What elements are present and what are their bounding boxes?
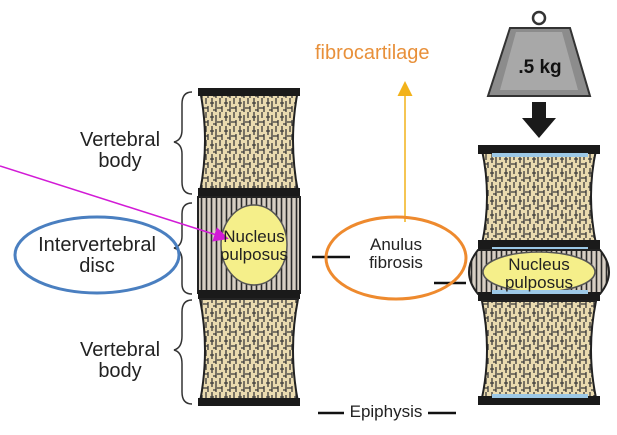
vertebral-body-top-line1: Vertebral (60, 130, 180, 151)
nucleus-left-line1: Nucleus (218, 228, 290, 246)
vertebral-body-top-line2: body (60, 151, 180, 172)
weight-label: .5 kg (512, 58, 568, 78)
intervertebral-disc-line2: disc (17, 256, 177, 277)
nucleus-left-line2: pulposus (218, 246, 290, 264)
label-vertebral-body-top: Vertebral body (60, 130, 180, 172)
top-vertebral-body (200, 90, 298, 192)
down-arrow-icon (522, 102, 556, 138)
vertebral-body-bottom-line2: body (60, 361, 180, 382)
label-fibrocartilage: fibrocartilage (315, 42, 430, 65)
right-lower-vertebra (482, 301, 596, 398)
label-epiphysis: Epiphysis (344, 403, 428, 421)
intervertebral-disc-line1: Intervertebral (17, 235, 177, 256)
label-nucleus-left: Nucleus pulposus (218, 228, 290, 264)
anulus-line1: Anulus (356, 236, 436, 254)
anulus-line2: fibrosis (356, 254, 436, 272)
label-anulus-fibrosis: Anulus fibrosis (356, 236, 436, 272)
nucleus-right-line2: pulposus (498, 274, 580, 292)
label-nucleus-right: Nucleus pulposus (498, 256, 580, 292)
nucleus-right-line1: Nucleus (498, 256, 580, 274)
magenta-arrow (0, 166, 226, 238)
label-intervertebral-disc: Intervertebral disc (17, 235, 177, 277)
weight-icon (488, 12, 590, 96)
label-vertebral-body-bottom: Vertebral body (60, 340, 180, 382)
bottom-vertebral-body (200, 299, 298, 402)
vertebral-body-bottom-line1: Vertebral (60, 340, 180, 361)
right-upper-vertebra (482, 150, 596, 244)
